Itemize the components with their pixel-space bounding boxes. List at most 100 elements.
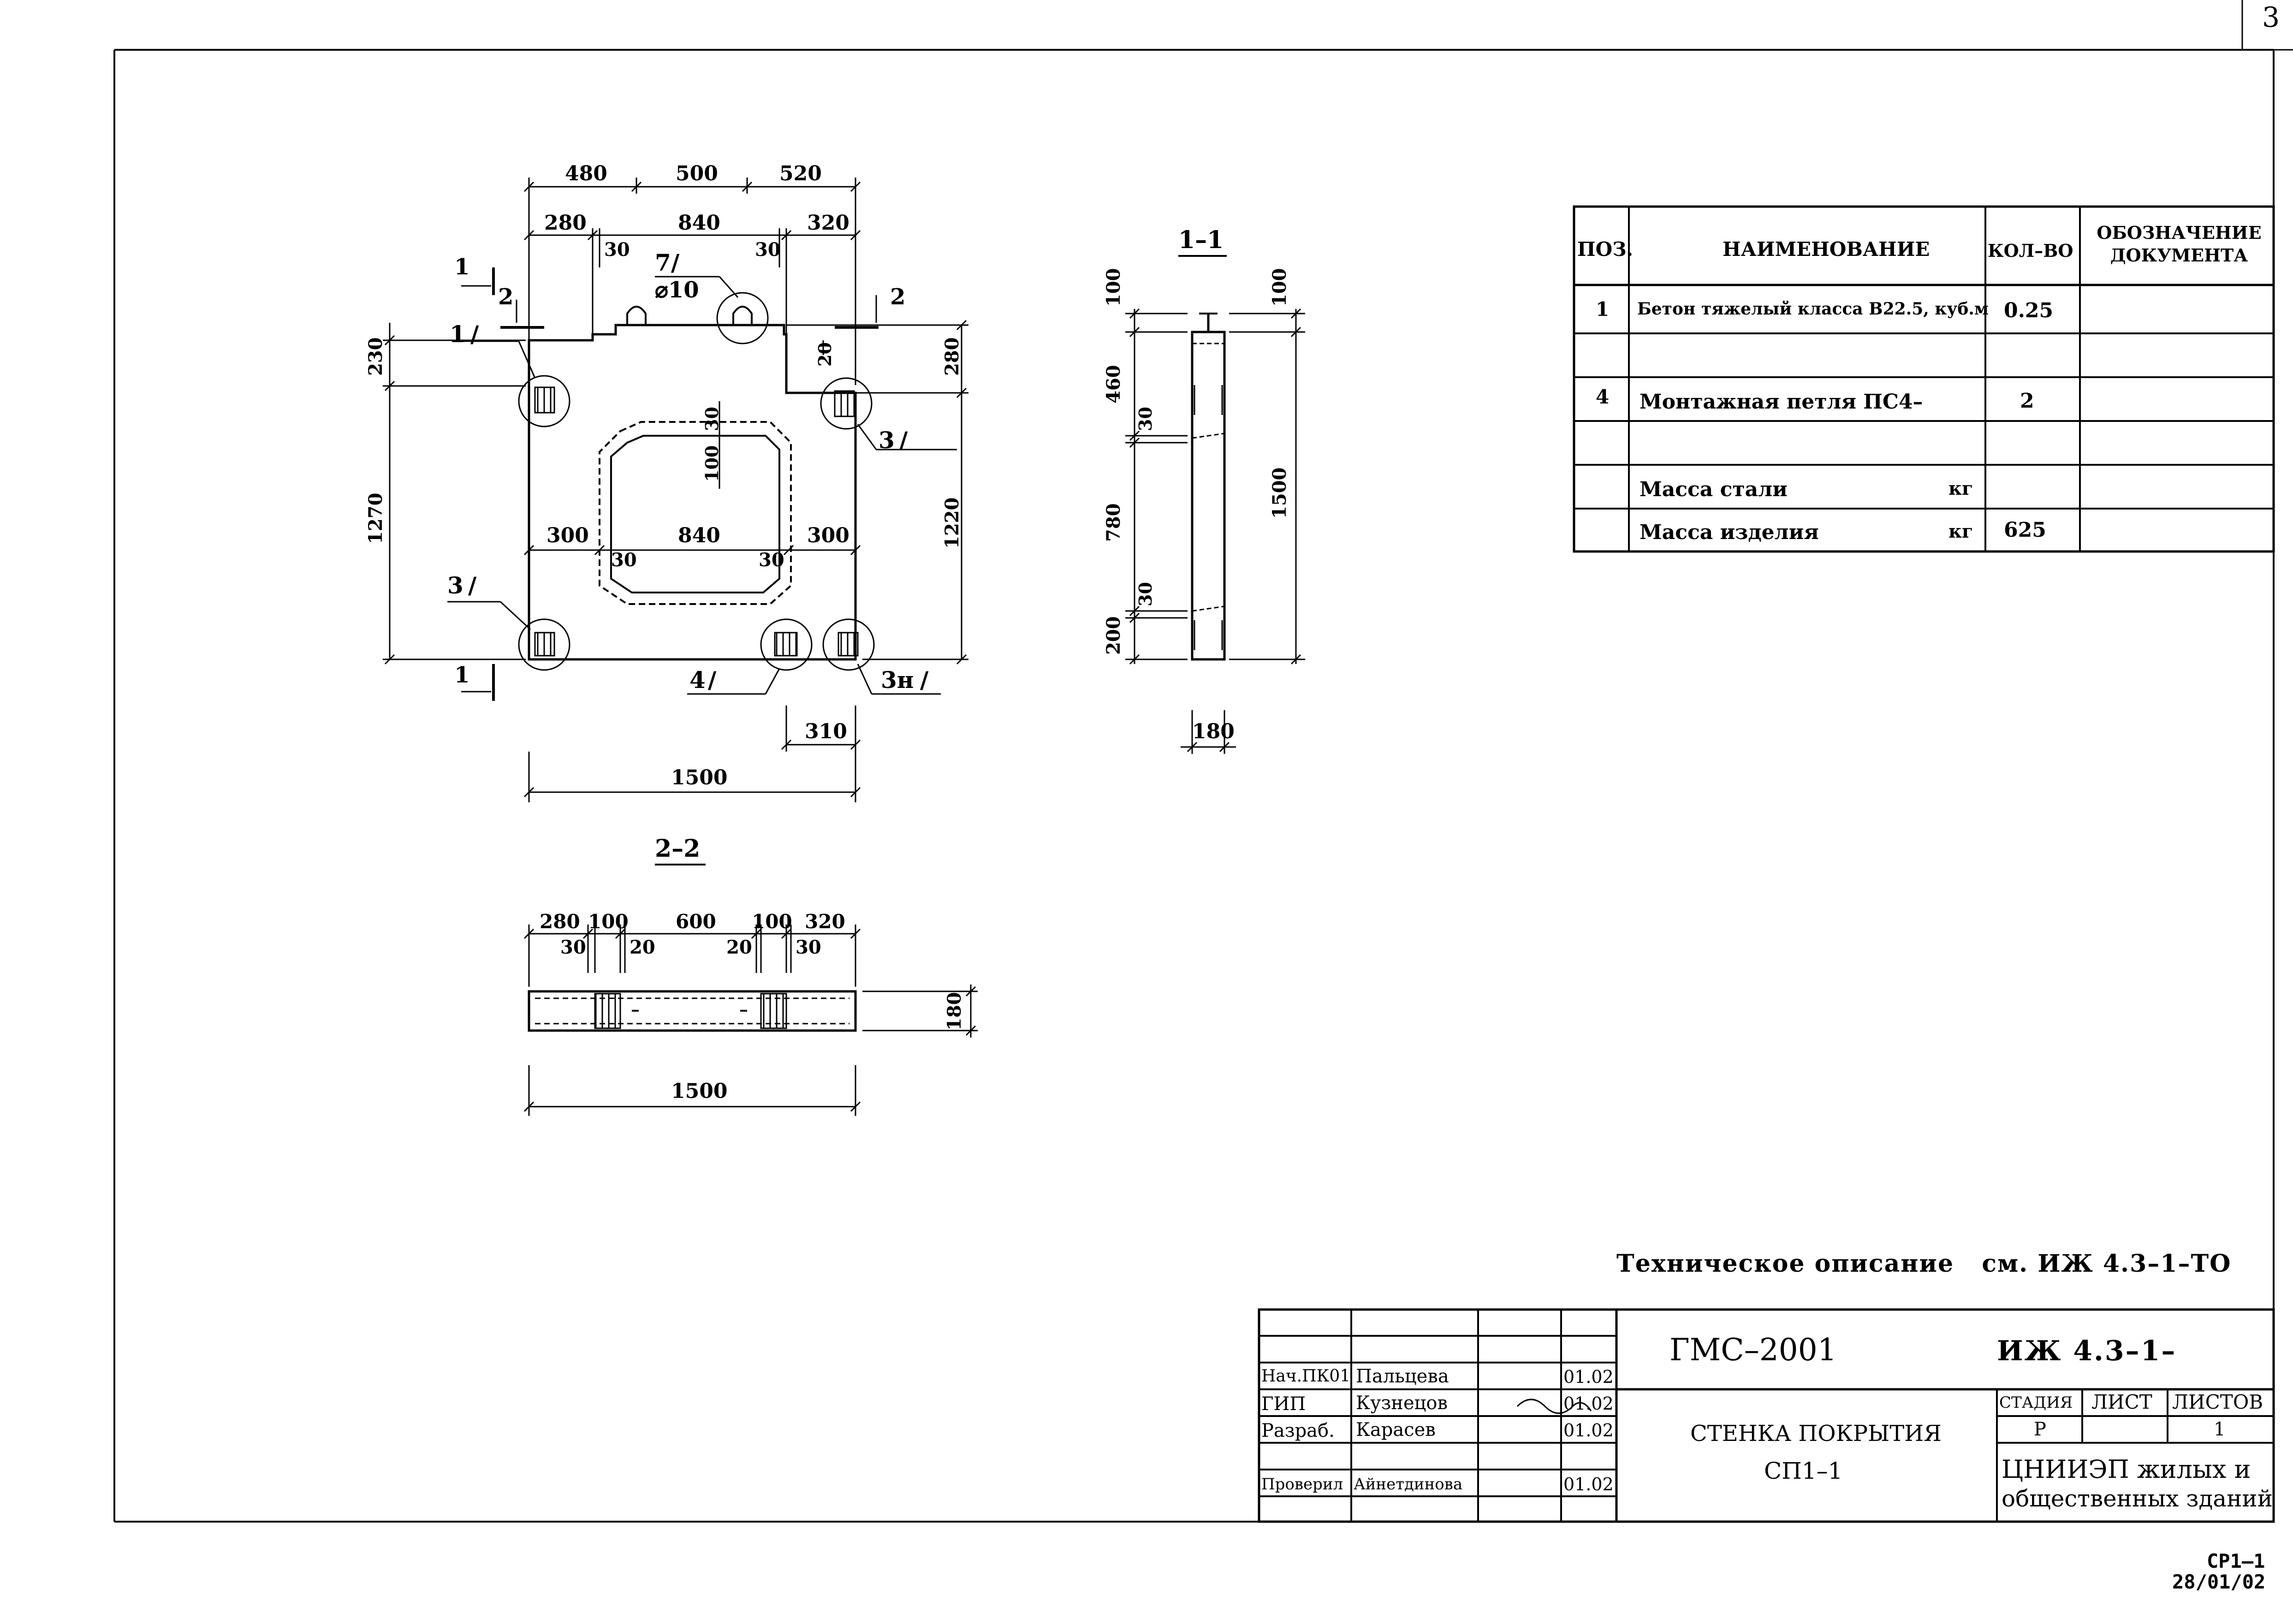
s11-dim-200: 200	[1103, 616, 1124, 655]
signer-name-2: Кузнецов	[1356, 1393, 1448, 1414]
signer-role-3: Разраб.	[1261, 1420, 1335, 1441]
project-code: ГМС–2001	[1669, 1332, 1837, 1368]
organization-1: ЦНИИЭП жилых и	[2002, 1455, 2251, 1484]
signer-name-4: Айнетдинова	[1354, 1475, 1463, 1494]
anchor-bottom-mid	[760, 618, 813, 671]
signer-date-1: 01.02	[1563, 1367, 1614, 1387]
spec-row6-unit: кг	[1948, 521, 1973, 542]
callout-slash-3b: /	[468, 572, 477, 599]
spec-row3-pos: 4	[1596, 385, 1610, 408]
stage-value: Р	[2034, 1419, 2046, 1440]
title-block-grid	[1258, 1308, 2275, 1523]
lift-loop-left	[626, 306, 647, 325]
lift-loop-right	[732, 306, 753, 325]
spec-header-doc: ОБОЗНАЧЕНИЕ ДОКУМЕНТА	[2097, 222, 2262, 266]
plan-opening-outer	[599, 421, 792, 605]
dim-left-1270: 1270	[365, 492, 386, 544]
anchor-bottom-left	[518, 618, 570, 671]
signer-role-2: ГИП	[1261, 1393, 1306, 1415]
callout-7: 7	[655, 249, 671, 276]
plan-opening-inner	[610, 435, 780, 593]
s22-dim-320: 320	[805, 910, 845, 933]
dim-bottom-310: 310	[805, 720, 847, 743]
s22-dim-100b: 100	[752, 910, 792, 933]
spec-row1-pos: 1	[1596, 298, 1610, 320]
s22-dim-30a: 30	[560, 936, 586, 958]
spec-row1-qty: 0.25	[2004, 299, 2054, 322]
spec-row6-qty: 625	[2004, 518, 2046, 542]
s22-dim-30b: 30	[796, 936, 821, 958]
signer-name-3: Карасев	[1356, 1419, 1436, 1440]
s22-dim-280: 280	[540, 910, 580, 933]
spec-row3-qty: 2	[2020, 389, 2034, 413]
callout-slash-7: /	[671, 249, 680, 276]
signer-name-1: Пальцева	[1356, 1366, 1449, 1387]
callout-3-right: 3	[879, 427, 895, 454]
dim-mid-840: 840	[678, 524, 720, 547]
dim-inner-30: 30	[701, 407, 722, 431]
dim-top2-320: 320	[807, 211, 849, 235]
s11-dim-460: 460	[1103, 365, 1124, 404]
plan-view	[383, 178, 968, 802]
s11-dim-30b: 30	[1135, 582, 1156, 606]
callout-1: 1	[450, 320, 466, 348]
spec-header-qty: КОЛ–ВО	[1988, 240, 2073, 261]
dim-top-520: 520	[779, 162, 822, 185]
dim-top-500: 500	[676, 162, 718, 185]
dim-mid-30b: 30	[759, 549, 784, 571]
stage-header: СТАДИЯ	[1999, 1393, 2073, 1412]
corner-mark: 3	[2262, 1, 2280, 34]
sheets-header: ЛИСТОВ	[2172, 1391, 2263, 1413]
s11-dim-100-right: 100	[1269, 268, 1290, 307]
signer-role-4: Проверил	[1261, 1475, 1343, 1494]
stamp-date: 28/01/02	[2172, 1571, 2266, 1593]
s11-dim-780: 780	[1103, 503, 1124, 542]
document-code: ИЖ 4.3–1–	[1997, 1335, 2177, 1367]
dim-top-480: 480	[565, 162, 607, 185]
drawing-title-1: СТЕНКА ПОКРЫТИЯ	[1690, 1421, 1942, 1446]
spec-header-pos: ПОЗ.	[1577, 238, 1634, 261]
signature-mark	[1516, 1399, 1592, 1414]
callout-3-left: 3	[447, 572, 463, 599]
plan-outline	[528, 324, 857, 661]
stamp-code: СР1–1	[2207, 1550, 2265, 1572]
callout-slash-3a: /	[899, 427, 908, 454]
spec-row3-name: Монтажная петля ПС4–	[1640, 390, 1923, 414]
spec-row5-name: Масса стали	[1640, 478, 1788, 501]
loop-diameter: ⌀10	[655, 277, 699, 303]
callout-slash-1: /	[470, 320, 479, 348]
signer-date-2: 01.02	[1563, 1393, 1614, 1414]
dim-30a: 30	[604, 239, 630, 261]
sheets-value: 1	[2214, 1419, 2226, 1440]
s11-dim-180: 180	[1192, 720, 1235, 743]
callout-slash-3n: /	[920, 666, 929, 693]
dim-mid-300a: 300	[547, 524, 589, 547]
spec-table-grid	[1573, 205, 2275, 553]
cut-1-bottom: 1	[454, 662, 470, 688]
callout-3n: 3н	[881, 666, 914, 693]
s11-dim-30a: 30	[1135, 407, 1156, 431]
drawing-title-2: СП1–1	[1764, 1458, 1843, 1484]
cut-2-right: 2	[890, 284, 906, 310]
signer-role-1: Нач.ПК01	[1261, 1367, 1351, 1386]
dim-right-1220: 1220	[941, 497, 963, 549]
spec-row5-unit: кг	[1948, 478, 1973, 499]
dim-inner-100: 100	[701, 445, 722, 482]
spec-row1-name: Бетон тяжелый класса В22.5, куб.м	[1637, 299, 1989, 319]
dim-30b: 30	[755, 239, 781, 261]
s22-dim-20a: 20	[630, 936, 655, 958]
tech-note: Техническое описание см. ИЖ 4.3–1–ТО	[1616, 1250, 2232, 1278]
s11-dim-1500: 1500	[1269, 467, 1290, 519]
dim-mid-30a: 30	[611, 549, 637, 571]
anchor-top-left	[518, 375, 570, 427]
s22-dim-600: 600	[676, 910, 716, 933]
anchor-top-right	[820, 377, 873, 430]
dim-right-280: 280	[941, 337, 963, 376]
dim-top2-280: 280	[544, 211, 587, 235]
anchor-bottom-right	[822, 618, 875, 671]
s22-dim-100a: 100	[588, 910, 629, 933]
spec-row6-name: Масса изделия	[1640, 521, 1819, 544]
section-1-1-title: 1–1	[1178, 226, 1224, 254]
